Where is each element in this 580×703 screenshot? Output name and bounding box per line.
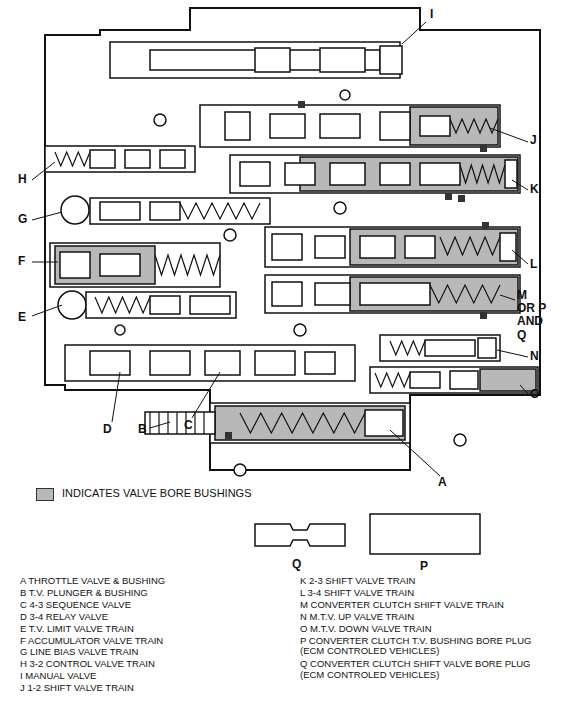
plunger-rib <box>176 412 177 434</box>
callout-letter: B <box>138 423 147 436</box>
key-entry: E T.V. LIMIT VALVE TRAIN <box>20 624 134 635</box>
spring-coil <box>155 255 220 275</box>
callout-letter: O <box>530 388 539 401</box>
plunger-rib <box>158 412 159 434</box>
key-entry: P CONVERTER CLUTCH T.V. BUSHING BORE PLU… <box>300 636 550 657</box>
spring-coil <box>240 413 365 433</box>
callout-letter: Q <box>292 558 301 571</box>
callout-letter: A <box>438 476 447 489</box>
legend-text: INDICATES VALVE BORE BUSHINGS <box>62 487 252 499</box>
key-entry: M CONVERTER CLUTCH SHIFT VALVE TRAIN <box>300 600 550 611</box>
bushing-bore-plug <box>370 514 480 554</box>
callout-letter: M OR P AND Q <box>517 289 547 342</box>
spring-coil <box>430 285 500 303</box>
callout-letter: C <box>184 419 193 432</box>
bore-plug <box>255 524 345 546</box>
key-entry: H 3-2 CONTROL VALVE TRAIN <box>20 659 155 670</box>
spring-coil <box>95 297 150 313</box>
plunger-rib <box>149 412 150 434</box>
key-entry: B T.V. PLUNGER & BUSHING <box>20 588 148 599</box>
callout-letter: L <box>530 258 537 271</box>
spring-coil <box>375 373 410 387</box>
plunger-rib <box>203 412 204 434</box>
key-entry: D 3-4 RELAY VALVE <box>20 612 108 623</box>
plunger-rib <box>194 412 195 434</box>
spring-coil <box>440 237 500 255</box>
key-entry: A THROTTLE VALVE & BUSHING <box>20 576 165 587</box>
spring-coil <box>450 119 498 133</box>
valve-body <box>45 8 540 470</box>
callout-letter: F <box>18 255 25 268</box>
key-entry: I MANUAL VALVE <box>20 671 96 682</box>
callout-letter: G <box>18 213 27 226</box>
spring-coil <box>180 203 260 219</box>
callout-letter: P <box>420 560 428 573</box>
callout-letter: N <box>530 350 539 363</box>
key-entry: K 2-3 SHIFT VALVE TRAIN <box>300 576 550 587</box>
key-entry: F ACCUMULATOR VALVE TRAIN <box>20 636 163 647</box>
key-entry: C 4-3 SEQUENCE VALVE <box>20 600 131 611</box>
key-entry: Q CONVERTER CLUTCH SHIFT VALVE BORE PLUG… <box>300 659 550 680</box>
spring-coil <box>390 341 425 355</box>
leader-lines <box>32 22 528 476</box>
spring-coil <box>460 165 505 183</box>
key-entry: O M.T.V. DOWN VALVE TRAIN <box>300 624 550 635</box>
callout-letter: K <box>530 183 539 196</box>
callout-letter: E <box>18 311 26 324</box>
key-entry: L 3-4 SHIFT VALVE TRAIN <box>300 588 550 599</box>
spring-coil <box>55 152 90 166</box>
key-entry: N M.T.V. UP VALVE TRAIN <box>300 612 550 623</box>
callout-letter: J <box>530 134 537 147</box>
key-entry: G LINE BIAS VALVE TRAIN <box>20 647 138 658</box>
key-entry: J 1-2 SHIFT VALVE TRAIN <box>20 683 134 694</box>
callout-letter: D <box>103 423 112 436</box>
legend-swatch <box>36 488 54 501</box>
callout-letter: I <box>430 8 433 21</box>
callout-letter: H <box>18 173 27 186</box>
